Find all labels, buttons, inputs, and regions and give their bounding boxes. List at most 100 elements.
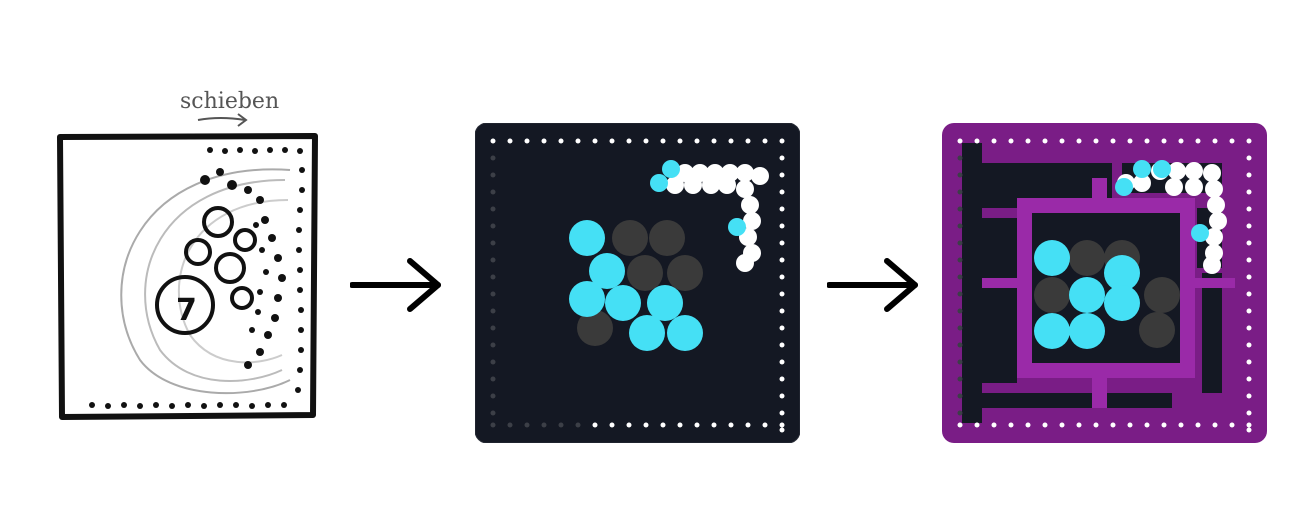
board-maze (942, 123, 1267, 443)
border-dot (779, 274, 785, 280)
border-dot (1246, 410, 1252, 416)
cluster-ball-cyan (667, 315, 703, 351)
border-dot (779, 422, 785, 428)
border-dot (1246, 422, 1252, 428)
border-dot (490, 308, 496, 314)
border-dot (1246, 172, 1252, 178)
border-dot (957, 291, 963, 297)
snake-ball-cyan (650, 174, 668, 192)
border-dot (1110, 422, 1116, 428)
maze-cell (982, 393, 1172, 408)
border-dot (490, 206, 496, 212)
arrow-1 (350, 255, 445, 315)
border-dot (957, 138, 963, 144)
border-dot (490, 342, 496, 348)
border-dot (779, 223, 785, 229)
sketch-arc (120, 168, 291, 395)
cluster-ball-cyan (629, 315, 665, 351)
cluster-ball-grey (612, 220, 648, 256)
border-dot (957, 422, 963, 428)
border-dot (957, 240, 963, 246)
border-dot (957, 172, 963, 178)
border-dot (694, 138, 700, 144)
border-dot (974, 422, 980, 428)
border-dot (1144, 138, 1150, 144)
maze-cell (962, 143, 982, 423)
border-dot (1178, 138, 1184, 144)
sketch-dots-swarm (200, 168, 286, 369)
snake-ball (1209, 212, 1227, 230)
border-dot (957, 206, 963, 212)
snake-ball (1185, 178, 1203, 196)
cluster-ball-grey (627, 255, 663, 291)
border-dot (1059, 422, 1065, 428)
border-dot (779, 291, 785, 297)
border-dot (490, 240, 496, 246)
border-dot (626, 138, 632, 144)
border-dot (1246, 308, 1252, 314)
border-dot (1161, 422, 1167, 428)
border-dot (677, 138, 683, 144)
cluster-ball-cyan (647, 285, 683, 321)
border-dot (957, 359, 963, 365)
border-dot (1246, 155, 1252, 161)
border-dot (957, 155, 963, 161)
snake-ball-cyan (1133, 160, 1151, 178)
sketch-annotation: schieben (180, 89, 279, 114)
border-dot (1246, 240, 1252, 246)
sketch-number: 7 (176, 293, 197, 328)
border-dot (490, 325, 496, 331)
border-dot (779, 393, 785, 399)
cluster-ball-grey (1144, 277, 1180, 313)
border-dot (711, 422, 717, 428)
border-dot (991, 422, 997, 428)
cluster-ball-cyan (589, 253, 625, 289)
border-dot (1161, 138, 1167, 144)
cluster-ball-grey (649, 220, 685, 256)
border-dot (1246, 393, 1252, 399)
border-dot (660, 138, 666, 144)
maze-wall (1180, 198, 1195, 378)
border-dot (660, 422, 666, 428)
border-dot (991, 138, 997, 144)
border-dot (626, 422, 632, 428)
border-dot (1246, 325, 1252, 331)
border-dot (643, 422, 649, 428)
snake-ball (1203, 164, 1221, 182)
border-dot (490, 138, 496, 144)
snake-ball (1205, 180, 1223, 198)
border-dot (957, 410, 963, 416)
cluster-ball-cyan (1069, 313, 1105, 349)
border-dot (779, 410, 785, 416)
snake-ball (751, 167, 769, 185)
border-dot (1025, 422, 1031, 428)
border-dot (1076, 422, 1082, 428)
border-dot (1246, 376, 1252, 382)
snake-ball-cyan (1191, 224, 1209, 242)
snake-ball (1205, 228, 1223, 246)
board-maze-drawing (942, 123, 1267, 443)
border-dot (1127, 138, 1133, 144)
border-dot (541, 422, 547, 428)
sketch-circles (155, 206, 257, 335)
snake-ball (736, 180, 754, 198)
border-dot (1042, 422, 1048, 428)
sketch-arc (144, 179, 286, 382)
arrow-2 (827, 255, 922, 315)
border-dot (779, 138, 785, 144)
border-dot (575, 138, 581, 144)
border-dot (490, 359, 496, 365)
border-dot (1008, 138, 1014, 144)
border-dot (1195, 138, 1201, 144)
border-dot (779, 240, 785, 246)
border-dot (1229, 422, 1235, 428)
maze-wall (1092, 378, 1107, 408)
border-dot (558, 138, 564, 144)
cluster-ball-grey (1034, 277, 1070, 313)
border-dot (974, 138, 980, 144)
border-dot (490, 172, 496, 178)
snake-ball-cyan (662, 160, 680, 178)
cluster-ball-grey (1069, 240, 1105, 276)
snake-ball (1185, 162, 1203, 180)
border-dot (609, 138, 615, 144)
